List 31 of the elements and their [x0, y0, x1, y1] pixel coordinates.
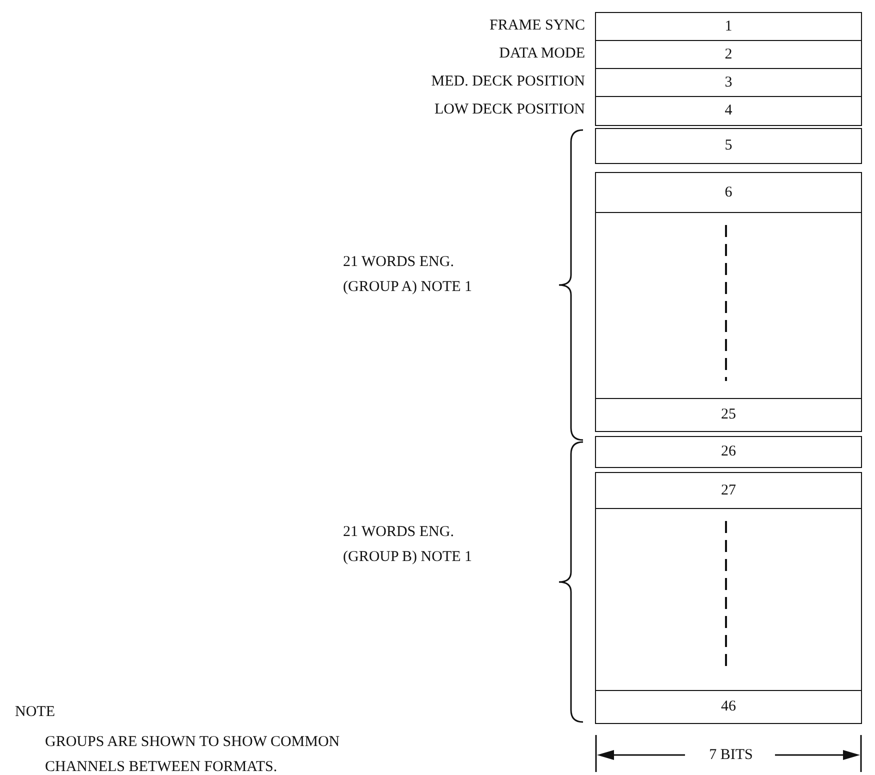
- dimension-label: 7 BITS: [708, 746, 754, 765]
- word-cell: [595, 172, 862, 214]
- empty-cell: [595, 508, 862, 692]
- word-number: 27: [720, 482, 737, 500]
- word-number: 4: [724, 102, 734, 120]
- word-number: 6: [724, 184, 734, 202]
- row-label: LOW DECK POSITION: [434, 102, 585, 118]
- word-number: 46: [720, 698, 737, 716]
- group-label: 21 WORDS ENG. (GROUP A) NOTE 1: [343, 253, 474, 297]
- word-number: 3: [724, 74, 734, 92]
- word-number: 26: [720, 443, 737, 460]
- row-label: DATA MODE: [499, 46, 585, 62]
- word-number: 25: [720, 406, 737, 424]
- word-cell: [595, 40, 862, 70]
- row-label: FRAME SYNC: [490, 18, 585, 34]
- word-cell: [595, 96, 862, 126]
- word-number: 5: [724, 137, 734, 154]
- word-number: 1: [724, 18, 734, 36]
- note-text: GROUPS ARE SHOWN TO SHOW COMMON CHANNELS BETWEEN FORMATS.: [45, 733, 341, 775]
- word-cell: [595, 128, 862, 164]
- word-cell: [595, 398, 862, 432]
- group-label: 21 WORDS ENG. (GROUP B) NOTE 1: [343, 523, 474, 567]
- word-cell: [595, 472, 862, 510]
- note-heading: NOTE: [15, 703, 56, 722]
- row-label: MED. DECK POSITION: [431, 74, 585, 90]
- word-cell: [595, 68, 862, 98]
- word-number: 2: [724, 46, 734, 64]
- empty-cell: [595, 212, 862, 400]
- word-cell: [595, 12, 862, 42]
- word-cell: [595, 690, 862, 724]
- word-cell: [595, 436, 862, 468]
